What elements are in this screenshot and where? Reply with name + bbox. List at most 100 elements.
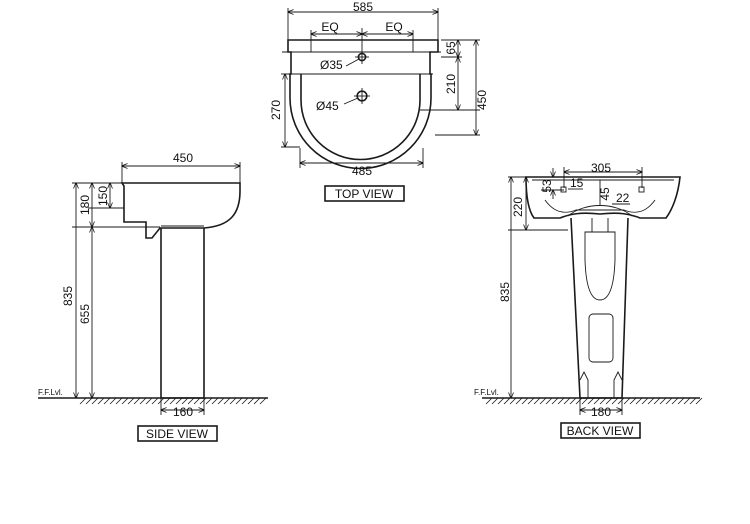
floor-hatch-line — [491, 397, 499, 405]
dim-eq-right: EQ — [385, 20, 402, 34]
floor-hatch-line — [527, 397, 535, 405]
top-view: 585 EQ EQ Ø35 Ø45 270 485 65 210 4 — [269, 0, 489, 202]
floor-hatch-line — [163, 397, 171, 405]
top-basin-outline — [287, 39, 439, 170]
floor-hatch-line — [665, 397, 673, 405]
back-pedestal — [570, 217, 629, 399]
floor-hatch-line — [575, 397, 583, 405]
floor-hatch-line — [671, 397, 679, 405]
side-pedestal — [160, 228, 205, 399]
floor-hatch-line — [79, 397, 87, 405]
floor-hatch-line — [139, 397, 147, 405]
floor-hatch-line — [635, 397, 643, 405]
floor-hatch-line — [689, 397, 697, 405]
floor-hatch-line — [629, 397, 637, 405]
floor-hatch-line — [683, 397, 691, 405]
floor-hatch-line — [133, 397, 141, 405]
floor-hatch-line — [533, 397, 541, 405]
floor-hatch-line — [659, 397, 667, 405]
dim-150-side: 150 — [96, 186, 110, 206]
floor-hatch-line — [551, 397, 559, 405]
dim-160-side: 160 — [173, 405, 193, 419]
floor-hatch-line — [217, 397, 225, 405]
floor-hatch-line — [121, 397, 129, 405]
side-view: 450 835 180 150 655 F.F.Lvl. 160 SIDE VI… — [38, 151, 268, 442]
right-fixing-hole-icon — [638, 186, 645, 193]
dim-180-back: 180 — [591, 405, 611, 419]
back-view: 305 53 15 45 22 835 220 F.F.Lvl. 180 — [474, 161, 703, 439]
floor-hatch-line — [181, 397, 189, 405]
floor-hatch-line — [695, 397, 703, 405]
top-view-title: TOP VIEW — [335, 187, 394, 201]
top-bowl-outline — [300, 74, 421, 161]
dim-450-side: 450 — [173, 151, 193, 165]
floor-hatch-line — [241, 397, 249, 405]
floor-hatch-line — [151, 397, 159, 405]
floor-hatch-line — [259, 397, 267, 405]
floor-hatch-line — [647, 397, 655, 405]
floor-hatch-line — [187, 397, 195, 405]
dim-22-back: 22 — [616, 191, 630, 205]
floor-hatch-line — [193, 397, 201, 405]
floor-hatch-line — [509, 397, 517, 405]
side-basin-outline — [120, 182, 241, 239]
floor-hatch-line — [539, 397, 547, 405]
floor-hatch-line — [211, 397, 219, 405]
floor-hatch-line — [581, 397, 589, 405]
dim-15-back: 15 — [570, 176, 584, 190]
back-floor-label: F.F.Lvl. — [474, 388, 499, 397]
floor-hatch-line — [115, 397, 123, 405]
floor-hatch-line — [85, 397, 93, 405]
floor-hatch-line — [247, 397, 255, 405]
side-floor-hatch — [79, 397, 267, 405]
floor-hatch-line — [497, 397, 505, 405]
floor-hatch-line — [109, 397, 117, 405]
dim-585: 585 — [353, 0, 373, 14]
floor-hatch-line — [611, 397, 619, 405]
floor-hatch-line — [145, 397, 153, 405]
floor-hatch-line — [199, 397, 207, 405]
dim-305-back: 305 — [591, 161, 611, 175]
top-view-title-box — [324, 185, 405, 202]
floor-hatch-line — [605, 397, 613, 405]
back-view-title: BACK VIEW — [567, 424, 634, 438]
floor-hatch-line — [563, 397, 571, 405]
dim-220-back: 220 — [511, 197, 525, 217]
floor-hatch-line — [175, 397, 183, 405]
floor-hatch-line — [599, 397, 607, 405]
dim-180-side: 180 — [78, 195, 92, 215]
dim-210: 210 — [444, 74, 458, 94]
floor-hatch-line — [169, 397, 177, 405]
dim-45-back: 45 — [598, 187, 612, 201]
floor-hatch-line — [623, 397, 631, 405]
floor-hatch-line — [569, 397, 577, 405]
floor-hatch-line — [103, 397, 111, 405]
back-basin-outline — [525, 176, 681, 219]
floor-hatch-line — [545, 397, 553, 405]
floor-hatch-line — [253, 397, 261, 405]
floor-hatch-line — [515, 397, 523, 405]
floor-hatch-line — [677, 397, 685, 405]
floor-hatch-line — [485, 397, 493, 405]
side-view-title: SIDE VIEW — [146, 427, 209, 441]
side-floor-label: F.F.Lvl. — [38, 388, 63, 397]
dim-65: 65 — [444, 41, 458, 55]
floor-hatch-line — [521, 397, 529, 405]
dim-tap-hole: Ø35 — [320, 58, 343, 72]
dim-270: 270 — [269, 100, 283, 120]
floor-hatch-line — [653, 397, 661, 405]
floor-hatch-line — [617, 397, 625, 405]
floor-hatch-line — [205, 397, 213, 405]
floor-hatch-line — [557, 397, 565, 405]
side-view-title-box — [137, 425, 218, 442]
dim-485: 485 — [352, 164, 372, 178]
floor-hatch-line — [127, 397, 135, 405]
floor-hatch-line — [223, 397, 231, 405]
dim-waste-hole: Ø45 — [316, 99, 339, 113]
dim-53-back: 53 — [540, 179, 554, 193]
floor-hatch-line — [587, 397, 595, 405]
left-fixing-hole-icon — [560, 186, 567, 193]
dim-835-side: 835 — [61, 286, 75, 306]
back-view-title-box — [560, 422, 641, 439]
